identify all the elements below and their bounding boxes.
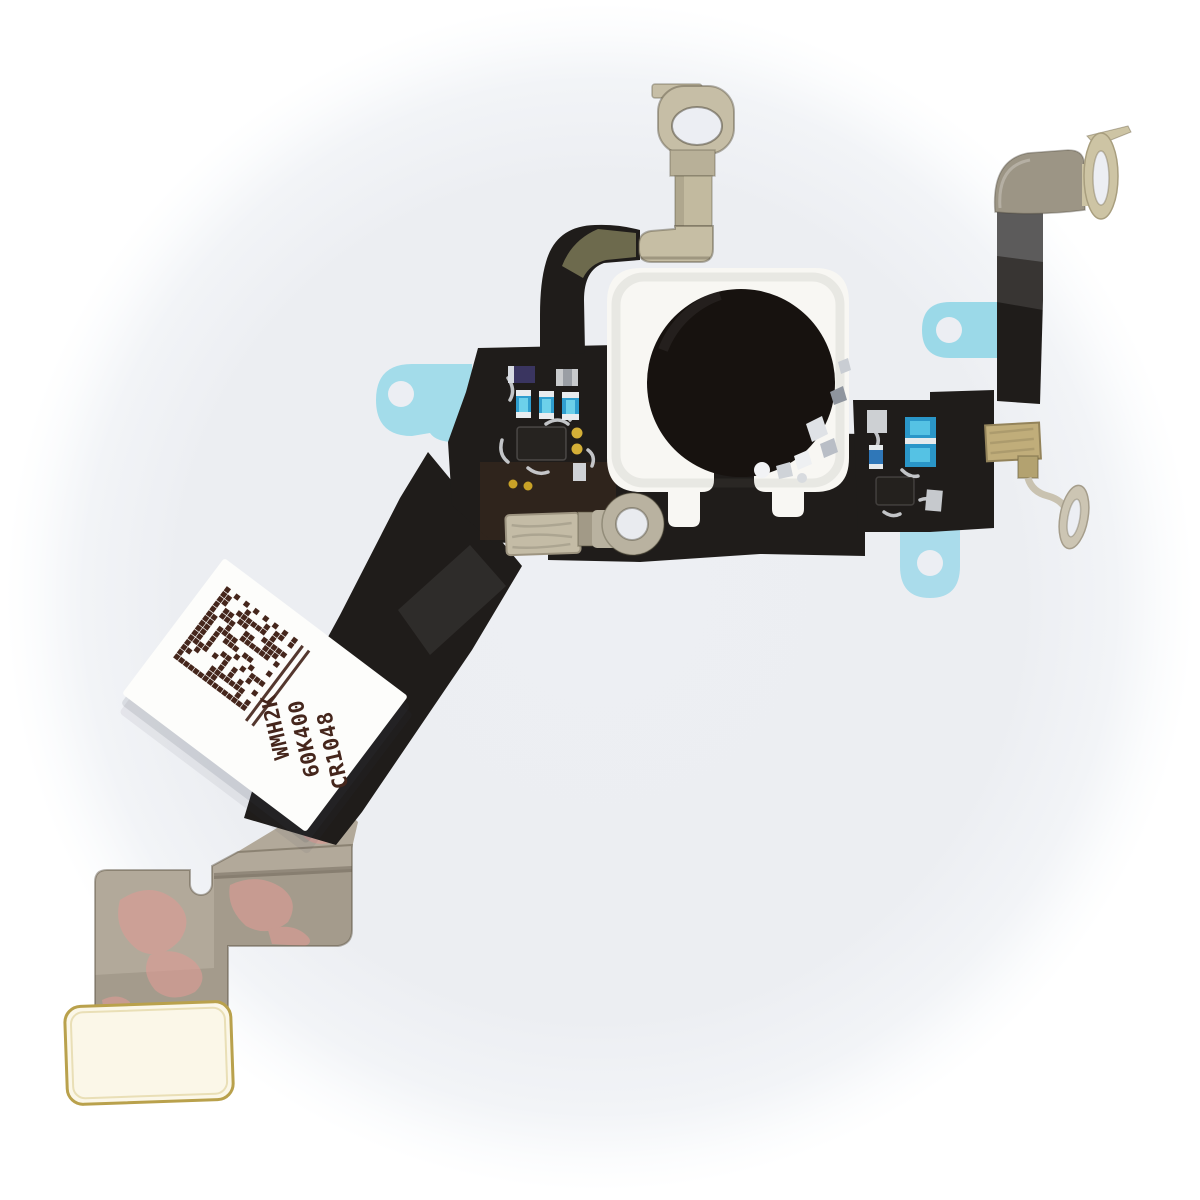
- foam-pad: [993, 149, 1086, 215]
- elbow-stiffener: [562, 229, 636, 278]
- datamatrix-code: [173, 586, 299, 712]
- ic-chip: [875, 476, 915, 506]
- metal-bracket-top: [638, 83, 735, 263]
- gold-contact-pad: [984, 421, 1042, 463]
- adhesive-tab-left: [376, 364, 472, 442]
- adhesive-tab-right-lower: [900, 520, 960, 598]
- tab-hole: [388, 381, 414, 407]
- contact-pad-cream: [63, 1000, 235, 1106]
- serial-label: WMH2K 60K400 CR1048: [120, 559, 412, 854]
- capacitor: [511, 366, 535, 383]
- housing-inner-shadow: [611, 272, 845, 488]
- label-separator: [244, 644, 304, 722]
- bracket-hole: [1066, 498, 1082, 538]
- bracket-hole: [671, 106, 723, 146]
- flash-lens: [647, 289, 835, 477]
- contact-ring: [1082, 125, 1132, 220]
- flash-housing: [607, 268, 851, 527]
- capacitors-blue: [516, 390, 579, 420]
- adhesive-tab-right-upper: [922, 302, 1000, 358]
- lens-crystals: [754, 358, 851, 483]
- gold-pad: [571, 443, 583, 455]
- ribbon-fold-highlight: [398, 545, 506, 655]
- pcb-left-components: [499, 366, 596, 491]
- gold-pad: [571, 427, 583, 439]
- bracket-hole: [615, 507, 649, 541]
- tab-hole: [936, 317, 962, 343]
- ground-bracket-right: [1017, 455, 1090, 550]
- ring-hole: [1092, 150, 1110, 206]
- ribbon-top-sheen: [997, 205, 1043, 262]
- metal-plate-bottom: [63, 796, 358, 1106]
- ic-chip: [516, 426, 567, 461]
- tab-hole: [917, 550, 943, 576]
- pcb-right-components: [867, 410, 1042, 518]
- ground-bracket-center: [504, 492, 665, 557]
